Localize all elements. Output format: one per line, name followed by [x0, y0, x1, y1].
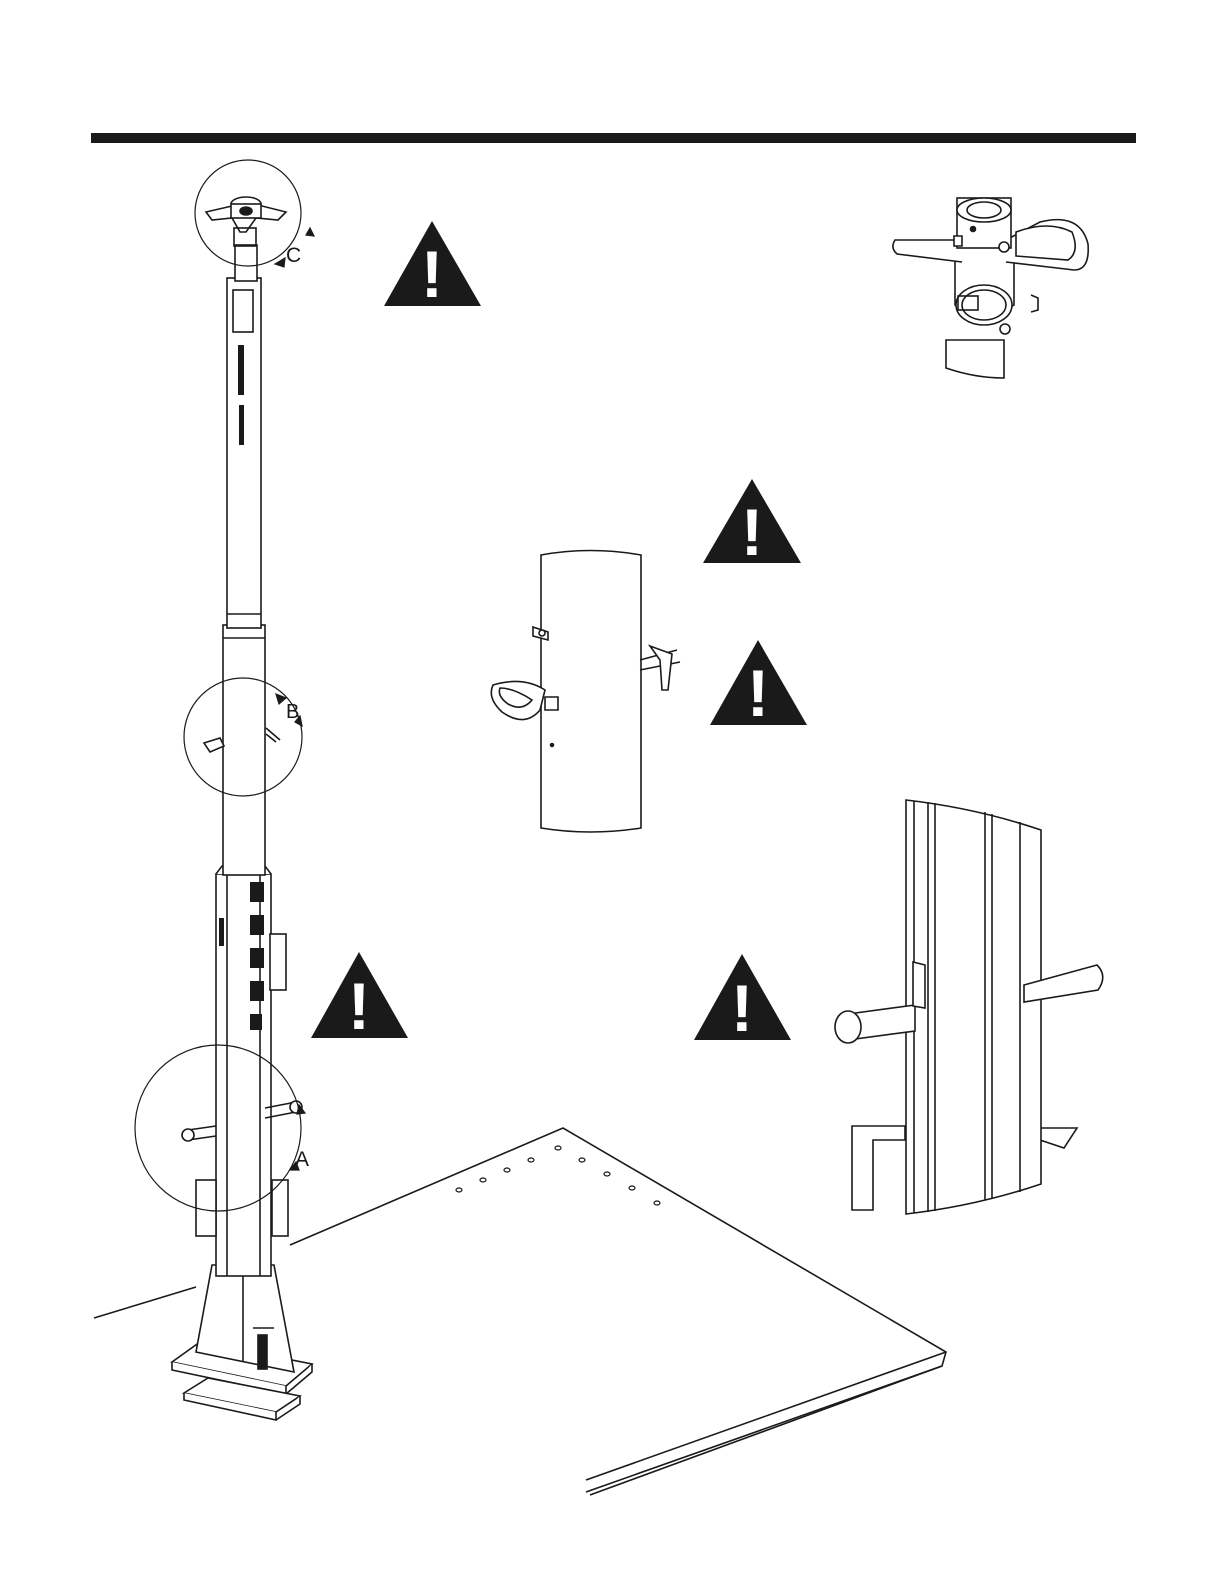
mast-upper-section	[227, 278, 261, 628]
warning-mark: !	[421, 237, 443, 311]
callout-letter-a: A	[295, 1148, 309, 1171]
detail-b-mast-pin	[491, 551, 680, 833]
detail-a-mast-handles	[835, 800, 1103, 1214]
warning-triangle-icon: !	[703, 479, 801, 569]
floor-mount-holes	[456, 1146, 660, 1205]
callout-letter-c: C	[286, 244, 301, 267]
header-rule	[91, 133, 1136, 143]
callout-letter-b: B	[286, 701, 299, 723]
warning-triangle-icon: !	[710, 640, 807, 730]
callout-arrows	[275, 228, 314, 1170]
warning-triangle-icon: !	[694, 954, 791, 1045]
warning-triangle-icon: !	[384, 221, 481, 311]
warning-mark: !	[741, 495, 763, 569]
mast-assembly	[172, 197, 312, 1420]
detail-c-mast-head	[893, 198, 1088, 378]
warning-mark: !	[747, 656, 769, 730]
warning-triangle-icon: !	[311, 952, 408, 1043]
warning-mark: !	[731, 971, 753, 1045]
warning-mark: !	[348, 969, 370, 1043]
mast-middle-section	[223, 625, 265, 875]
